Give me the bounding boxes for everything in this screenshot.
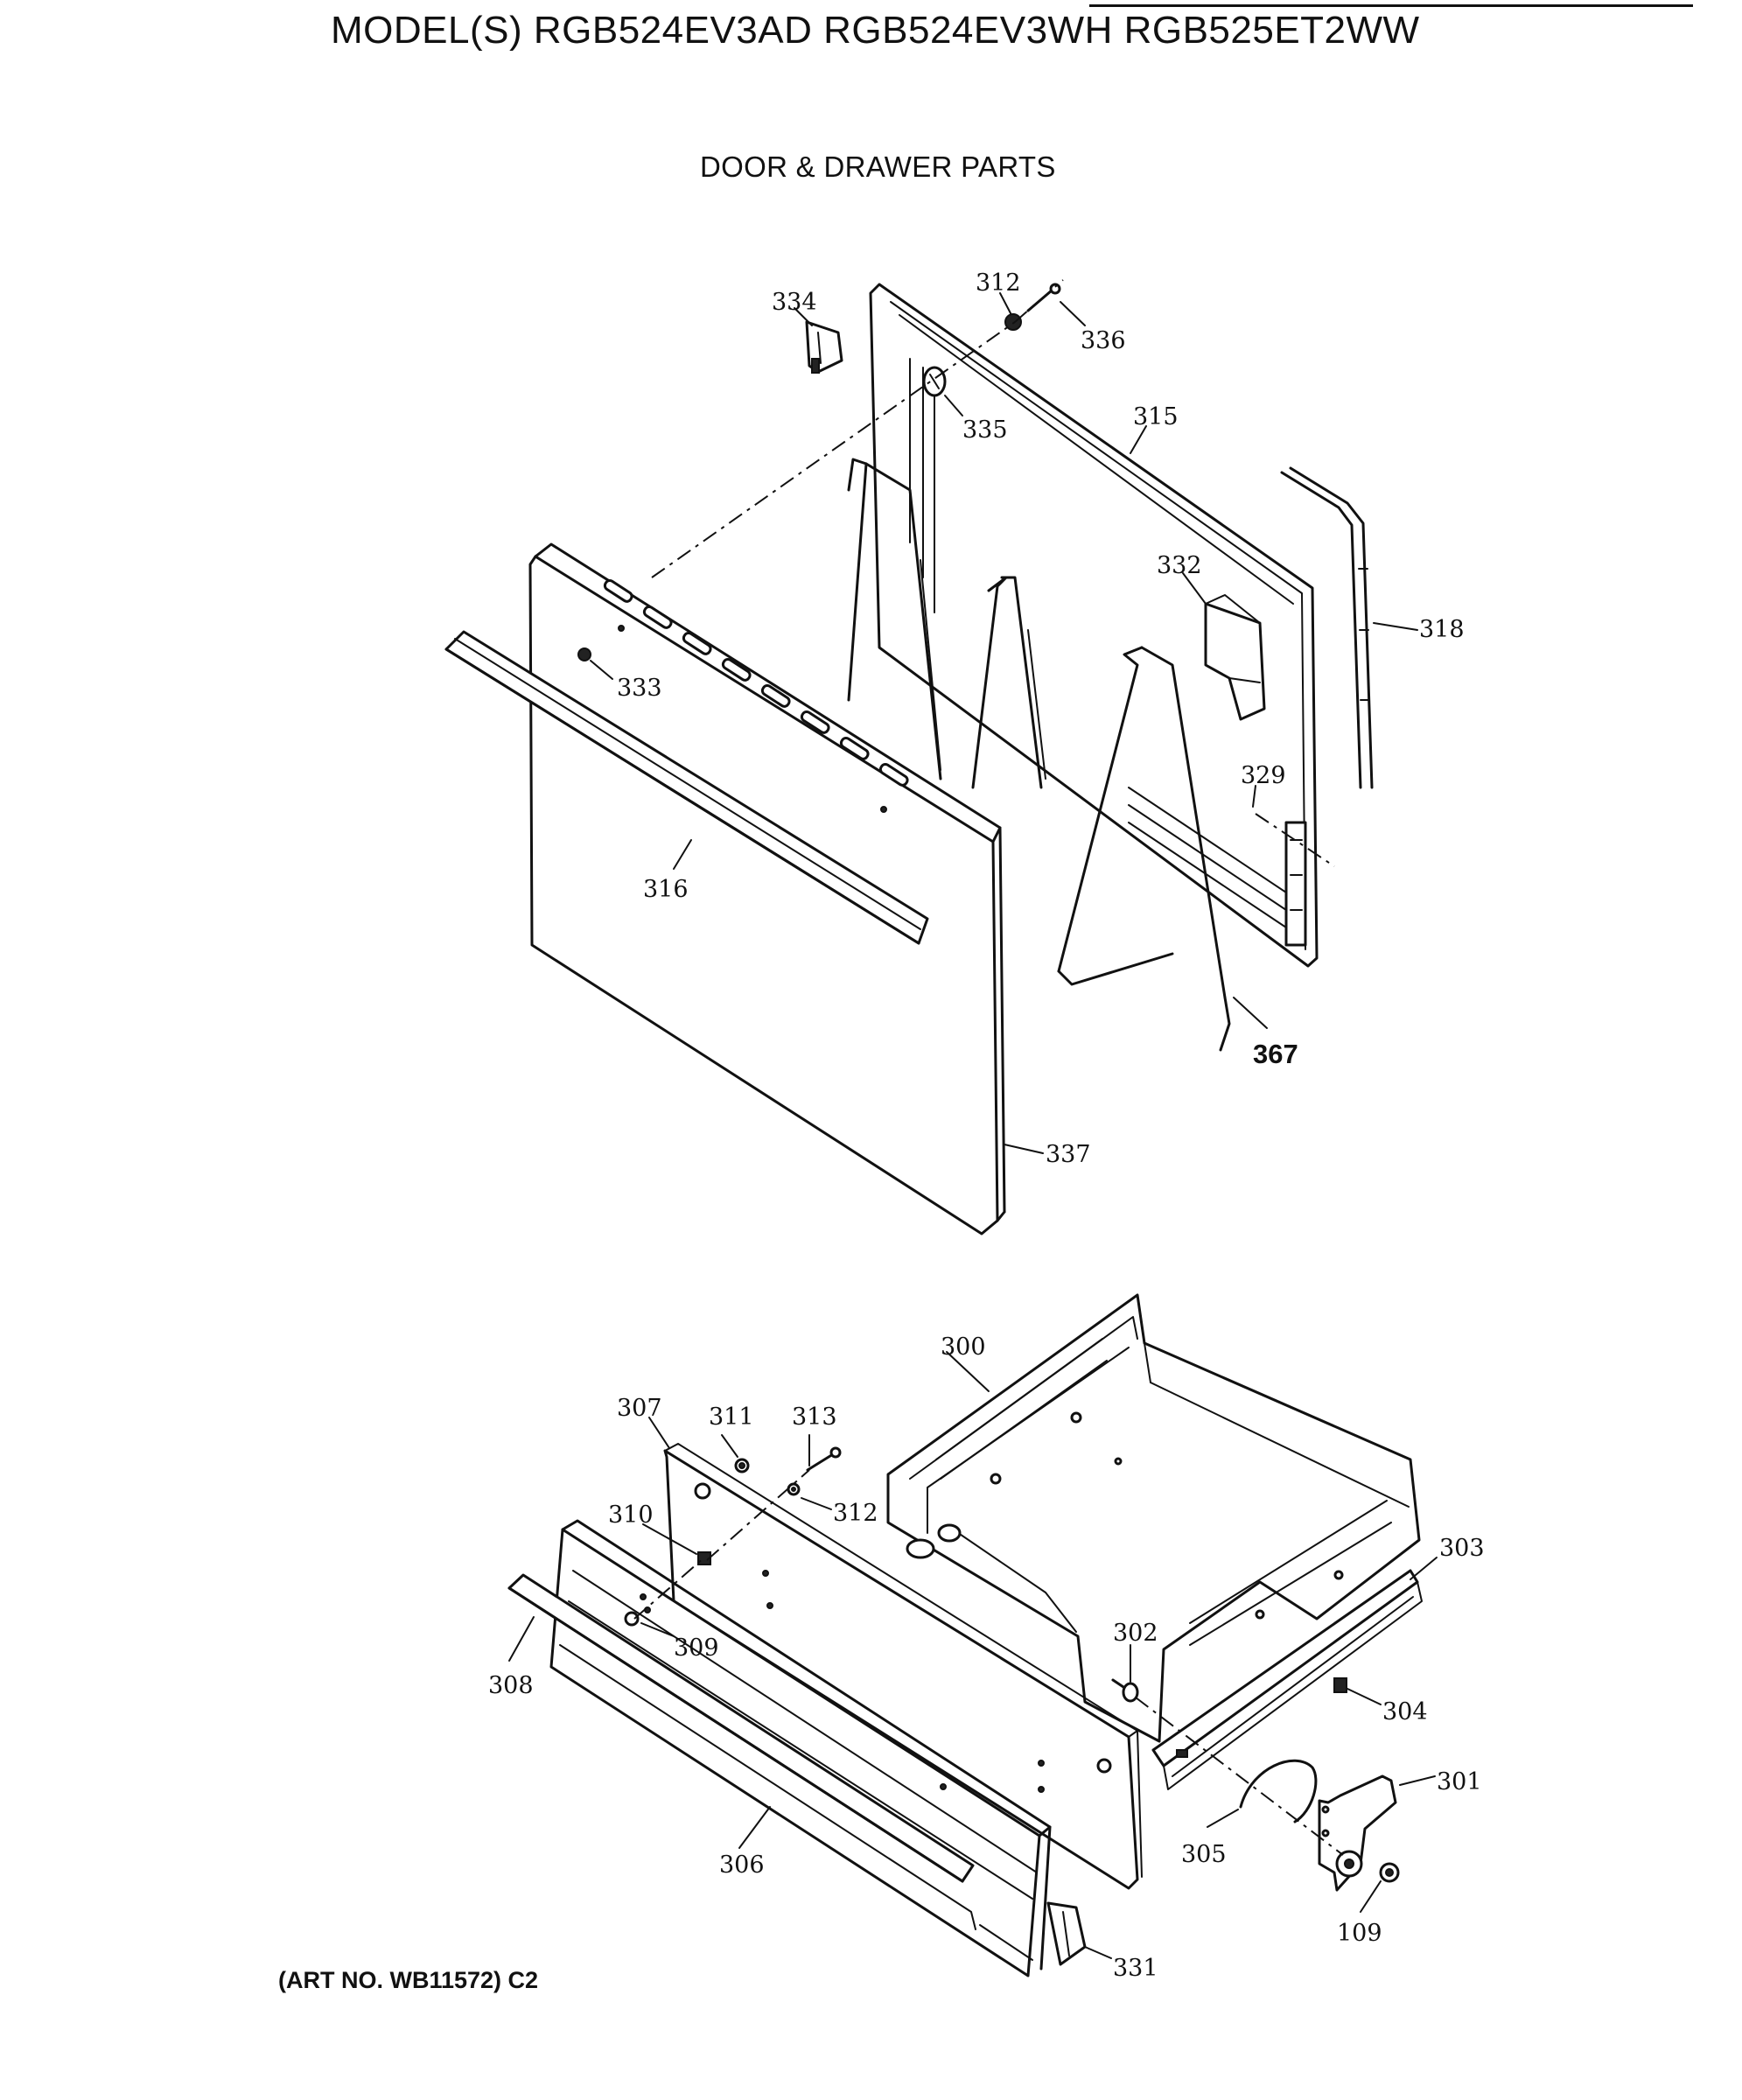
- part-label-333: 333: [617, 675, 662, 702]
- part-label-331: 331: [1113, 1955, 1158, 1982]
- part-label-303: 303: [1439, 1535, 1485, 1562]
- part-labels: 334 312 336 335 315 318 332 333 329 316 …: [488, 270, 1485, 1982]
- part-label-308: 308: [488, 1672, 534, 1699]
- part-label-300: 300: [941, 1334, 986, 1361]
- part-label-311: 311: [709, 1404, 754, 1431]
- drawer-roller: [1333, 1677, 1347, 1693]
- part-label-337: 337: [1046, 1141, 1091, 1168]
- door-alignment-lines: [651, 279, 1335, 867]
- drawer-front-bracket: [1046, 1901, 1087, 1966]
- door-handle: [444, 630, 929, 945]
- door-support-wires: [847, 458, 1231, 1052]
- handle-screw-hole: [618, 625, 625, 632]
- part-label-307: 307: [617, 1395, 662, 1422]
- drawer-stud: [1111, 1678, 1139, 1703]
- art-number: (ART NO. WB11572) C2: [278, 1967, 539, 1993]
- part-label-367: 367: [1253, 1039, 1298, 1069]
- drawer-handle: [507, 1573, 975, 1883]
- outer-door-panel: [528, 542, 1006, 1236]
- part-label-329: 329: [1241, 762, 1286, 789]
- part-label-335: 335: [962, 416, 1008, 444]
- part-label-336: 336: [1081, 327, 1126, 354]
- part-label-302: 302: [1113, 1620, 1158, 1647]
- part-label-316: 316: [643, 876, 689, 903]
- part-label-309: 309: [674, 1634, 719, 1662]
- part-label-109: 109: [1337, 1920, 1382, 1947]
- drawer-slide-rail: [1151, 1569, 1423, 1790]
- header-rule: [1089, 4, 1693, 7]
- handle-screw: [577, 648, 591, 662]
- part-label-312: 312: [976, 270, 1021, 297]
- door-side-trim: [1280, 466, 1374, 789]
- drawer-bracket: [1318, 1774, 1397, 1892]
- door-vent-slots: [603, 578, 909, 813]
- part-label-310: 310: [608, 1502, 654, 1529]
- leader-lines: [508, 292, 1438, 1959]
- part-label-304: 304: [1382, 1698, 1428, 1726]
- door-inner-liner: [869, 283, 1319, 968]
- part-label-313: 313: [792, 1404, 837, 1431]
- drawer-handle-screw: [624, 1611, 640, 1627]
- part-label-301: 301: [1437, 1768, 1482, 1796]
- part-label-318: 318: [1419, 616, 1465, 643]
- model-title: MODEL(S) RGB524EV3AD RGB524EV3WH RGB525E…: [331, 9, 1420, 52]
- diagram-title: DOOR & DRAWER PARTS: [700, 150, 1056, 183]
- part-label-306: 306: [719, 1852, 765, 1879]
- door-insulation-block: [1204, 594, 1266, 721]
- part-label-332: 332: [1157, 552, 1202, 579]
- part-label-312-drawer: 312: [833, 1500, 878, 1527]
- drawer-body: [886, 1293, 1421, 1743]
- spring-clip: [1239, 1759, 1318, 1824]
- drawer-front-hardware: [734, 1446, 842, 1496]
- part-label-334: 334: [772, 289, 817, 316]
- part-label-315: 315: [1133, 403, 1179, 430]
- drawer-front-panel: [663, 1443, 1143, 1890]
- drawer-alignment-lines: [633, 1469, 1344, 1856]
- part-label-305: 305: [1181, 1841, 1227, 1868]
- bracket-screw: [1379, 1862, 1400, 1883]
- door-clip: [805, 320, 843, 374]
